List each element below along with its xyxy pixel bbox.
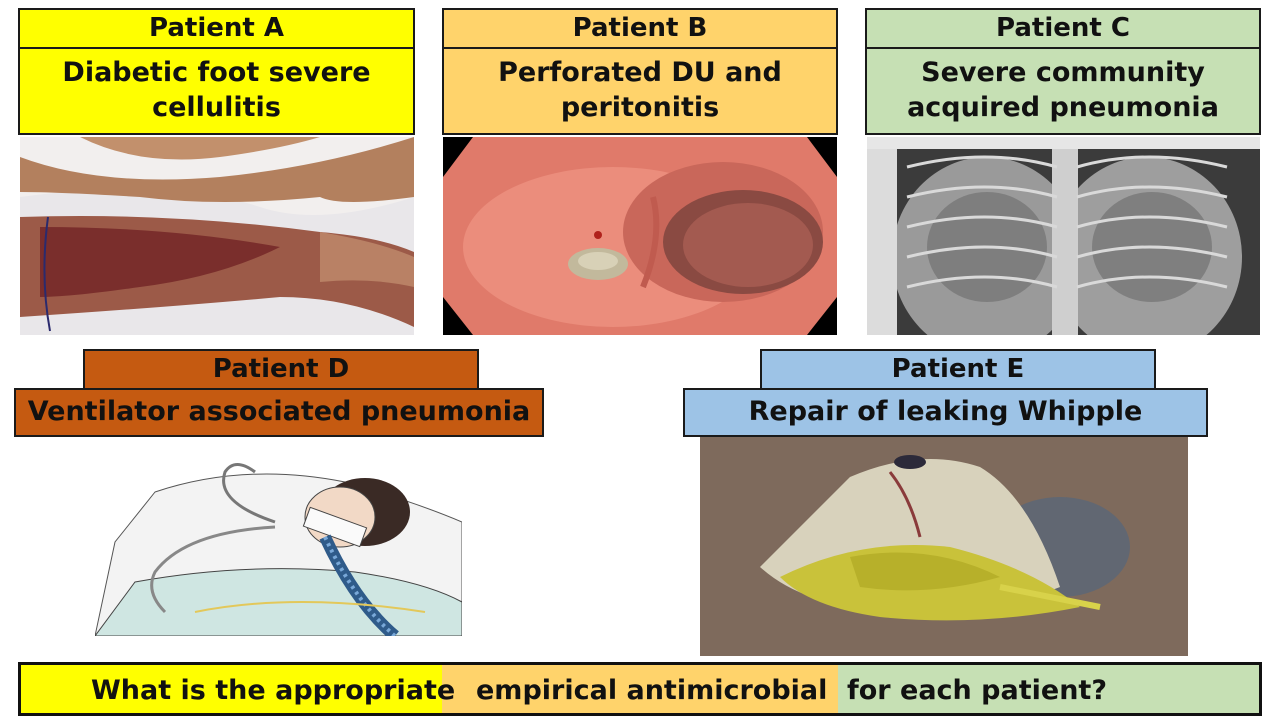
patient-e-condition: Repair of leaking Whipple xyxy=(683,388,1208,437)
patient-b-image xyxy=(443,137,837,335)
footer-text-part3: for each patient? xyxy=(847,675,1107,706)
patient-e-condition-text: Repair of leaking Whipple xyxy=(748,396,1143,428)
patient-e-header: Patient E xyxy=(760,349,1156,390)
patient-a-header: Patient A xyxy=(18,8,415,49)
patient-d-image xyxy=(95,462,462,636)
patient-c-header-text: Patient C xyxy=(996,12,1130,43)
patient-d-header-text: Patient D xyxy=(212,353,350,384)
patient-b-header-text: Patient B xyxy=(572,12,708,43)
patient-c-image xyxy=(867,137,1260,335)
patient-c-header: Patient C xyxy=(865,8,1261,49)
footer-text-part1: What is the appropriate xyxy=(91,675,456,706)
patient-a-header-text: Patient A xyxy=(149,12,284,43)
patient-d-condition: Ventilator associated pneumonia xyxy=(14,388,544,437)
patient-d-condition-text: Ventilator associated pneumonia xyxy=(27,396,531,428)
footer-question-bar: What is the appropriate empirical antimi… xyxy=(18,662,1262,716)
patient-a-condition: Diabetic foot severe cellulitis xyxy=(18,47,415,135)
patient-e-image xyxy=(700,437,1188,656)
patient-b-condition-text: Perforated DU and peritonitis xyxy=(498,57,782,123)
footer-text-part2: empirical antimicrobial xyxy=(476,675,828,706)
patient-a-image xyxy=(20,137,414,335)
patient-c-condition: Severe community acquired pneumonia xyxy=(865,47,1261,135)
patient-e-header-text: Patient E xyxy=(891,353,1025,384)
patient-b-condition: Perforated DU and peritonitis xyxy=(442,47,838,135)
patient-d-header: Patient D xyxy=(83,349,479,390)
patient-b-header: Patient B xyxy=(442,8,838,49)
patient-c-condition-text: Severe community acquired pneumonia xyxy=(907,57,1219,123)
patient-a-condition-text: Diabetic foot severe cellulitis xyxy=(62,57,371,123)
